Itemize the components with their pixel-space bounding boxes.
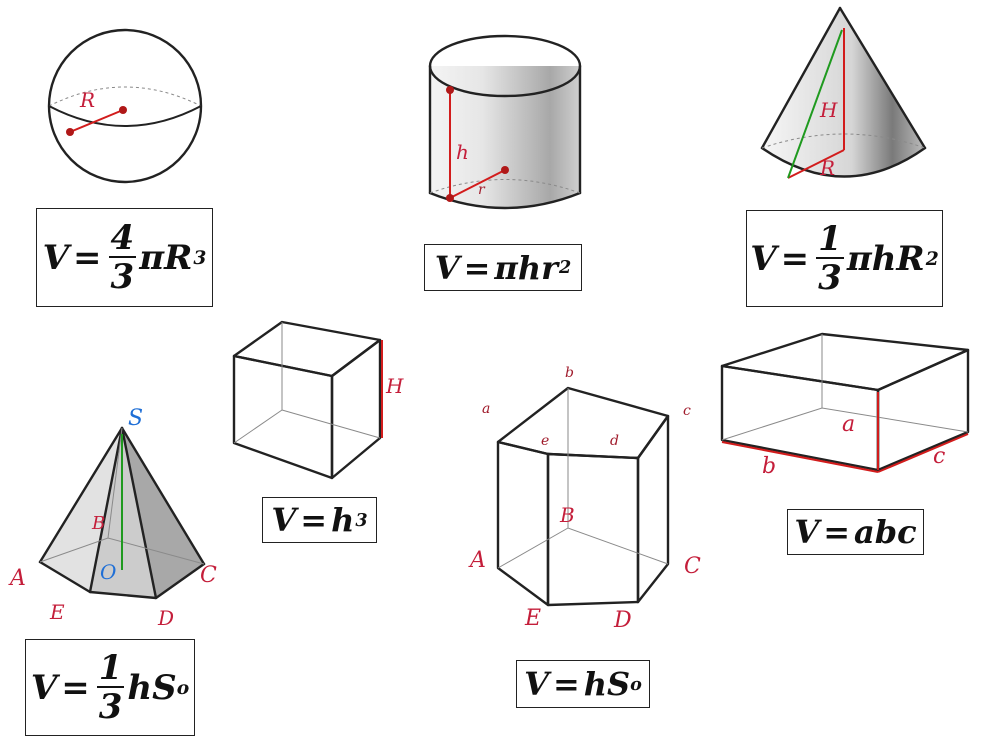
box-length-label: b — [762, 454, 777, 479]
prism-vertex-c-top: c — [683, 403, 691, 419]
cube-right-face — [330, 338, 382, 480]
pyramid-apex-label: S — [128, 406, 144, 431]
box-length-line — [721, 441, 879, 473]
sphere-radius-line — [69, 109, 124, 133]
box-width-line — [877, 433, 969, 473]
sphere-center-dot — [119, 106, 127, 114]
prism-formula-sub: o — [630, 673, 642, 695]
prism-vertex-c: C — [684, 554, 701, 579]
prism-vertex-b-top: b — [565, 365, 574, 381]
prism-formula-eq: = — [552, 665, 580, 703]
cube-front-face — [232, 354, 334, 480]
prism-vertex-a-top: a — [482, 401, 491, 417]
cube-height-label: H — [386, 374, 404, 398]
cylinder-radius-line — [449, 169, 506, 199]
pyramid-formula-den: 3 — [98, 687, 123, 727]
box-formula-v: V — [794, 513, 820, 551]
box-formula: V = abc — [787, 509, 924, 555]
cone-formula-eq: = — [780, 238, 810, 279]
cube-drawing — [232, 320, 383, 480]
sphere-formula-num: 4 — [108, 218, 137, 258]
cylinder-formula-exp: 2 — [558, 257, 572, 278]
pyramid-vertex-d: D — [158, 606, 175, 630]
prism-left-face — [496, 440, 550, 607]
prism-vertex-e-top: e — [541, 433, 550, 449]
pyramid-center-label: O — [100, 560, 117, 584]
box-width-label: c — [933, 444, 946, 469]
sphere-radius-label: R — [80, 88, 96, 112]
cube-formula-exp: 3 — [355, 509, 368, 531]
pyramid-formula-num: 1 — [96, 648, 125, 688]
box-drawing — [720, 332, 970, 473]
cone-formula-exp: 2 — [925, 247, 939, 270]
sphere-formula-rest: πR — [139, 237, 193, 278]
sphere-formula-v: V — [42, 237, 70, 278]
sphere-formula-exp: 3 — [193, 246, 207, 269]
cone-radius-line — [787, 149, 845, 179]
cylinder-height-label: h — [456, 140, 469, 164]
prism-formula-rest: hS — [583, 665, 631, 703]
sphere-equator-front — [48, 105, 202, 127]
box-height-label: a — [842, 412, 856, 437]
cylinder-radius-label: r — [478, 182, 485, 198]
prism-front-face — [546, 452, 640, 607]
prism-vertex-d-top: d — [610, 433, 619, 449]
cube-formula-eq: = — [300, 501, 328, 539]
pyramid-vertex-a: A — [10, 566, 26, 591]
cube-top-face — [232, 320, 382, 378]
cylinder-drawing — [428, 34, 582, 210]
prism-vertex-b: B — [560, 503, 575, 527]
prism-vertex-d: D — [614, 608, 632, 633]
cylinder-formula-eq: = — [463, 248, 491, 287]
cone-radius-label: R — [820, 156, 836, 180]
prism-vertex-a: A — [470, 548, 486, 573]
box-top-face — [720, 332, 970, 392]
cone-formula-v: V — [750, 238, 777, 279]
pyramid-vertex-e: E — [50, 600, 65, 624]
sphere-formula-den: 3 — [110, 257, 135, 297]
prism-drawing — [496, 386, 670, 607]
cone-formula-num: 1 — [816, 219, 844, 259]
cone-drawing — [760, 6, 927, 179]
cone-slant-line — [787, 29, 843, 179]
pyramid-vertex-c: C — [200, 563, 217, 588]
pyramid-formula-v: V — [30, 667, 58, 708]
sphere-formula-eq: = — [73, 237, 102, 278]
pyramid-formula-sub: o — [176, 676, 190, 699]
prism-formula-v: V — [524, 665, 549, 703]
cube-formula-rest: h — [331, 501, 355, 539]
pyramid-drawing — [38, 426, 206, 600]
box-formula-rest: abc — [854, 513, 917, 551]
cylinder-formula-v: V — [434, 248, 460, 287]
sphere-drawing — [47, 28, 203, 184]
cylinder-formula-rest: πhr — [494, 248, 558, 287]
cone-formula-den: 3 — [818, 258, 842, 298]
sphere-surface-dot — [66, 128, 74, 136]
pyramid-vertex-b: B — [92, 513, 106, 534]
prism-vertex-e: E — [525, 606, 542, 631]
box-formula-eq: = — [823, 513, 851, 551]
cone-height-label: H — [820, 98, 838, 122]
cone-formula-rest: πhR — [846, 238, 925, 279]
sphere-equator-back — [48, 86, 202, 107]
prism-right-face — [636, 414, 670, 604]
pyramid-formula-eq: = — [61, 667, 90, 708]
cube-formula-v: V — [271, 501, 297, 539]
cylinder-body — [430, 66, 580, 208]
pyramid-formula-rest: hS — [127, 667, 177, 708]
sphere-outline — [47, 28, 203, 184]
